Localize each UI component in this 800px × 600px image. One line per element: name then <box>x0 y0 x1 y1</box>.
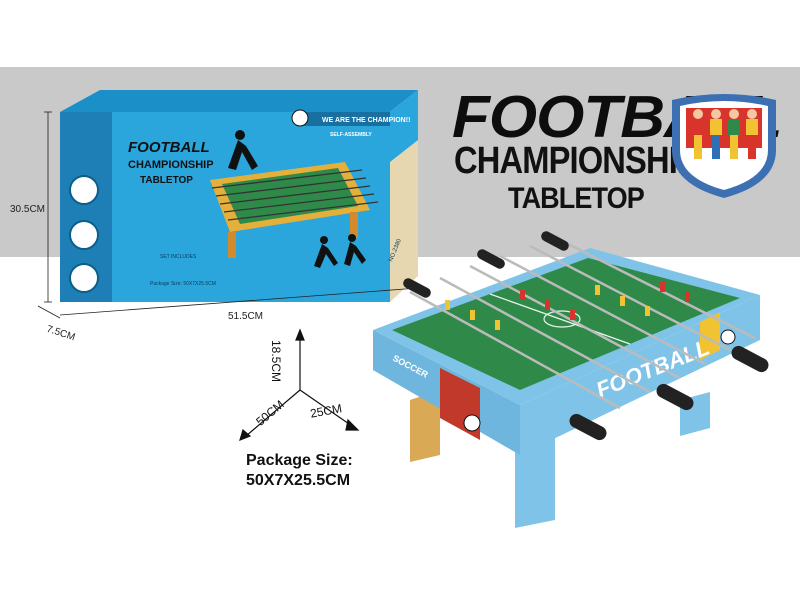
box-width-label: 51.5CM <box>228 311 264 322</box>
table-leg <box>515 430 555 528</box>
table-rods <box>409 238 756 410</box>
box-dimension-lines <box>37 111 419 319</box>
table-players <box>445 282 690 330</box>
box-title-tabletop: TABLETOP <box>140 175 193 186</box>
foosball-table: SOCCER FOOTBALL <box>373 230 771 528</box>
rod-handle[interactable] <box>401 277 432 300</box>
box-title-football: FOOTBALL <box>128 139 210 156</box>
box-slogan: WE ARE THE CHAMPION!! <box>322 117 410 124</box>
box-panel-circle <box>69 263 99 293</box>
box-badge: SELF-ASSEMBLY <box>330 132 372 138</box>
rod-handle[interactable] <box>539 230 570 253</box>
ball-icon <box>463 414 481 432</box>
shield-logo <box>672 94 776 198</box>
package-size-value: 50X7X25.5CM <box>246 472 351 489</box>
table-field <box>392 258 740 390</box>
player-silhouette <box>314 244 338 268</box>
logo-players <box>692 109 758 159</box>
product-dimension-arrows <box>239 328 360 442</box>
package-box: FOOTBALL CHAMPIONSHIP TABLETOP WE ARE TH… <box>60 90 418 302</box>
player-silhouette <box>344 242 366 266</box>
box-set-includes: SET INCLUDES <box>160 254 197 260</box>
ball-icon <box>291 109 309 127</box>
player-silhouette <box>228 140 258 170</box>
table-handles <box>401 230 771 442</box>
rod-handle[interactable] <box>729 343 771 374</box>
product-height-label: 18.5CM <box>269 340 283 383</box>
table-leg <box>410 390 440 462</box>
title-tabletop: TABLETOP <box>508 182 645 215</box>
box-panel-circle <box>69 220 99 250</box>
rod-handle[interactable] <box>567 411 609 442</box>
box-top-face <box>60 90 418 112</box>
box-panel-circle <box>69 175 99 205</box>
rod-handle[interactable] <box>654 381 696 412</box>
title-championship: CHAMPIONSHIP <box>454 140 699 182</box>
box-title-championship: CHAMPIONSHIP <box>128 159 214 171</box>
box-height-label: 30.5CM <box>10 204 46 215</box>
box-package-note: Package Size: 50X7X25.5CM <box>150 281 216 287</box>
ball-icon <box>720 329 736 345</box>
rod-handle[interactable] <box>475 248 506 271</box>
package-size-label: Package Size: <box>246 452 353 469</box>
center-circle <box>543 310 581 328</box>
